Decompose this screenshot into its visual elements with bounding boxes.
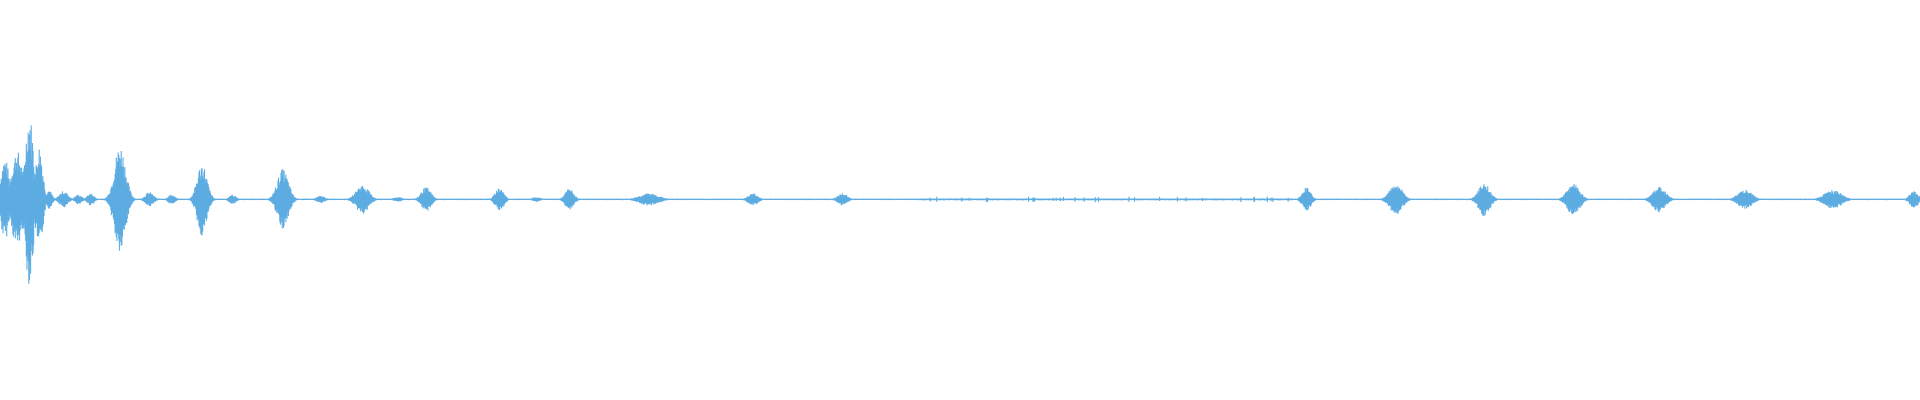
waveform-samples <box>0 125 1920 284</box>
